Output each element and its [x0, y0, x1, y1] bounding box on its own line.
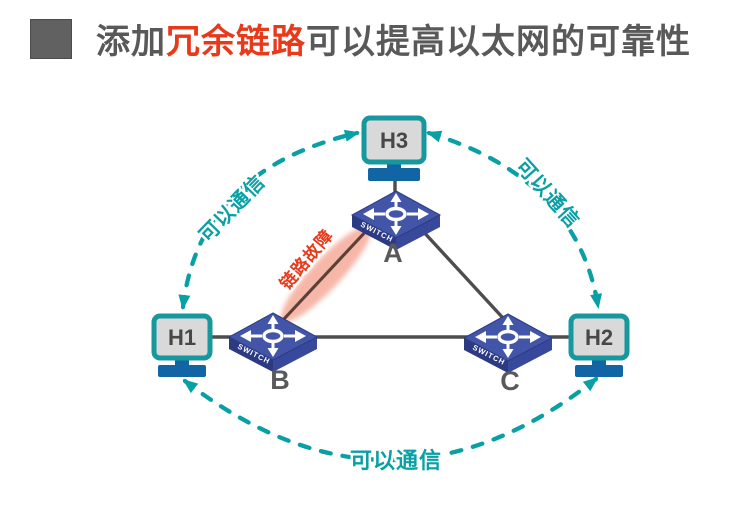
- title-bullet-square: [30, 18, 72, 59]
- host-h1: H1: [151, 313, 213, 377]
- switch-b-face-left: [229, 337, 273, 372]
- host-h2: H2: [568, 313, 630, 377]
- comm-arc-left: [178, 129, 360, 310]
- monitor-stand-base: [158, 365, 206, 377]
- switch-a-face-right: [396, 215, 440, 250]
- monitor-stand-neck: [175, 359, 189, 368]
- monitor-stand-base: [368, 168, 420, 181]
- comm-label-bottom-text: 可以通信: [350, 448, 442, 473]
- switch-b: SWITCH: [227, 312, 319, 372]
- comm-label-bottom-outline: 可以通信: [350, 448, 442, 473]
- comm-label-right: 可以通信 可以通信: [509, 152, 588, 235]
- monitor-stand-neck: [592, 359, 606, 368]
- comm-arc-right: [426, 130, 602, 309]
- monitor-frame: [151, 313, 213, 361]
- monitor-frame: [361, 115, 427, 165]
- comm-label-left: 可以通信 可以通信: [192, 167, 273, 249]
- link-a-c: [418, 226, 505, 320]
- title-segment-before: 添加: [96, 23, 166, 61]
- comm-arcs: [178, 129, 602, 463]
- monitor-stand-neck: [387, 162, 401, 171]
- switch-c-label: C: [500, 366, 520, 396]
- monitor-stand-base: [575, 365, 623, 377]
- switch-arrows-icon: [240, 315, 306, 357]
- switch-b-top: [227, 312, 319, 361]
- host-h3: H3: [361, 115, 427, 181]
- monitor-frame: [568, 313, 630, 361]
- switch-arrows-icon: [475, 316, 541, 358]
- switch-b-face-right: [273, 337, 317, 372]
- comm-label-right-text: 可以通信: [511, 154, 585, 232]
- switch-c-face-left: [464, 338, 508, 373]
- comm-label-bottom: 可以通信 可以通信: [347, 446, 443, 476]
- switch-b-label: B: [270, 365, 290, 395]
- switch-a-face-left: [352, 215, 396, 250]
- switch-c: SWITCH: [462, 313, 554, 373]
- switch-a: SWITCH: [350, 190, 442, 250]
- switch-c-face-right: [508, 338, 552, 373]
- title-segment-highlight: 冗余链路: [166, 23, 306, 61]
- switch-a-top: [350, 190, 442, 239]
- slide-title: 添加冗余链路可以提高以太网的可靠性: [30, 14, 691, 63]
- title-text: 添加冗余链路可以提高以太网的可靠性: [96, 14, 691, 63]
- host-h3-label: H3: [380, 128, 408, 153]
- title-segment-after: 可以提高以太网的可靠性: [306, 23, 691, 61]
- switch-arrows-icon: [363, 193, 429, 235]
- switch-c-top: [462, 313, 554, 362]
- switch-a-label: A: [383, 238, 403, 268]
- host-h1-label: H1: [168, 325, 196, 350]
- comm-arc-bottom: [182, 376, 599, 463]
- host-h2-label: H2: [585, 325, 613, 350]
- comm-label-left-text: 可以通信: [194, 170, 270, 247]
